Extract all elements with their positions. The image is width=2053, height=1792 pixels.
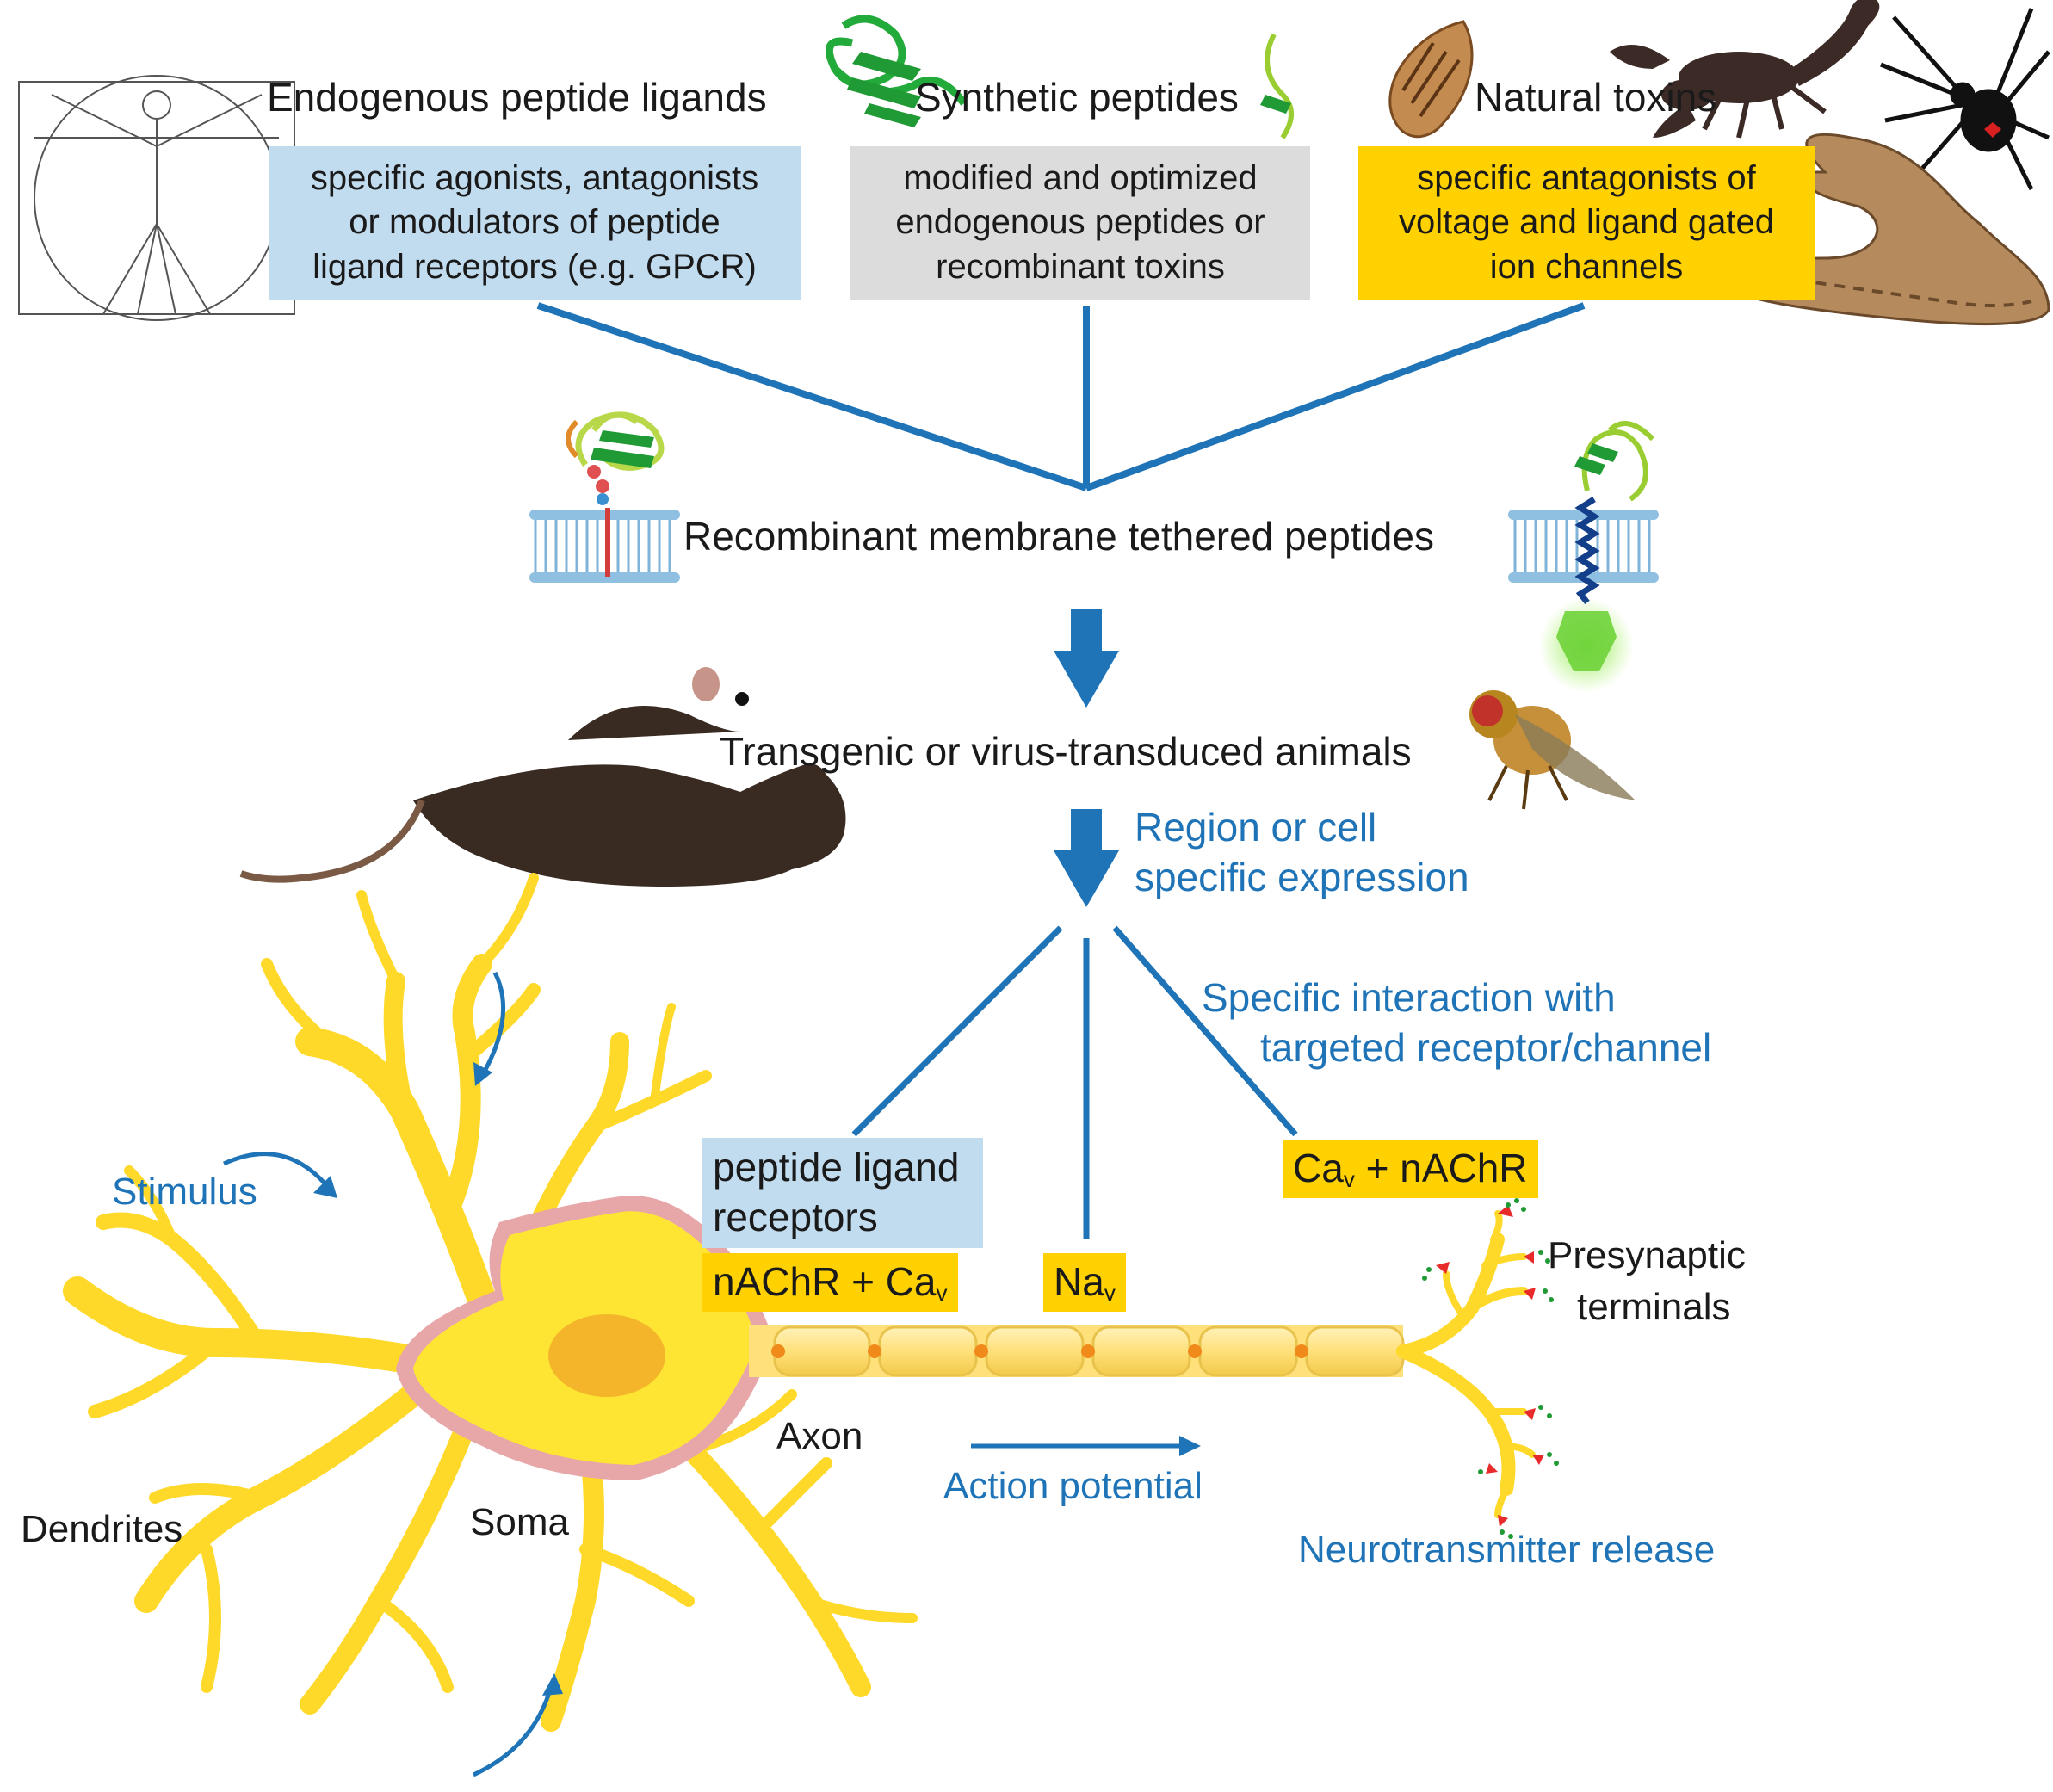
synaptic-boutons (1436, 1205, 1544, 1527)
peptide-receptors-line-2: receptors (713, 1194, 878, 1239)
release-label: Neurotransmitter release (1298, 1529, 1716, 1571)
expression-line-1: Region or cell (1135, 805, 1377, 850)
nav-main: Na (1054, 1259, 1104, 1304)
dendrites-label: Dendrites (21, 1508, 183, 1550)
stimulus-arrowheads (313, 1062, 563, 1696)
axon-label: Axon (776, 1415, 863, 1457)
tethered-label: Recombinant membrane tethered peptides (683, 514, 1434, 559)
endogenous-title: Endogenous peptide ligands (267, 75, 767, 120)
action-potential-label: Action potential (943, 1465, 1203, 1507)
spider-icon (1880, 8, 2050, 191)
natural-line-3: ion channels (1489, 247, 1684, 286)
natural-line-1: specific antagonists of (1417, 159, 1756, 198)
peptide-receptors-box: peptide ligand receptors (702, 1138, 983, 1248)
endogenous-line-3: ligand receptors (e.g. GPCR) (312, 247, 757, 286)
natural-box: specific antagonists of voltage and liga… (1358, 146, 1815, 300)
stimulus-arrows (222, 971, 553, 1777)
cav-nachr-tag: Cav + nAChR (1283, 1140, 1538, 1199)
interaction-line-1: Specific interaction with (1202, 975, 1616, 1020)
protein-structure-icon (825, 15, 1294, 139)
stimulus-label: Stimulus (112, 1171, 257, 1213)
cav-nachr-rest: + nAChR (1354, 1146, 1528, 1190)
animals-label: Transgenic or virus-transduced animals (720, 729, 1412, 774)
cav-nachr-main: Ca (1293, 1146, 1344, 1190)
vitruvian-man-icon (18, 75, 295, 321)
converging-lines (536, 302, 1586, 491)
neurotransmitter-dots (1422, 1198, 1559, 1539)
neuron-soma (396, 1196, 775, 1480)
down-arrow-2 (1054, 809, 1119, 907)
nachr-cav-sub: v (936, 1280, 948, 1306)
expression-line-2: specific expression (1135, 855, 1469, 899)
synthetic-line-3: recombinant toxins (936, 247, 1225, 286)
nav-sub: v (1104, 1280, 1116, 1306)
presynaptic-line-2: terminals (1577, 1286, 1731, 1328)
synthetic-box: modified and optimized endogenous peptid… (850, 146, 1310, 300)
membrane-tethered-peptide-icon (529, 411, 680, 583)
nav-tag: Nav (1043, 1253, 1126, 1313)
presynaptic-line-1: Presynaptic (1548, 1234, 1746, 1276)
action-potential-arrow (971, 1436, 1201, 1456)
endogenous-line-1: specific agonists, antagonists (310, 159, 759, 198)
endogenous-box: specific agonists, antagonists or modula… (269, 146, 801, 300)
scorpion-icon (1610, 0, 1880, 139)
synthetic-title: Synthetic peptides (915, 75, 1239, 120)
synthetic-line-1: modified and optimized (903, 159, 1258, 198)
neuron-axon (749, 1325, 1405, 1377)
interaction-line-2: targeted receptor/channel (1260, 1025, 1712, 1070)
nachr-cav-tag: nAChR + Cav (702, 1253, 958, 1313)
nachr-cav-main: nAChR + Ca (713, 1259, 937, 1304)
endogenous-line-2: or modulators of peptide (349, 203, 720, 242)
fly-icon (1469, 690, 1636, 810)
synthetic-line-2: endogenous peptides or (895, 203, 1265, 242)
peptide-receptors-line-1: peptide ligand (713, 1145, 960, 1190)
natural-line-2: voltage and ligand gated (1399, 203, 1774, 242)
cav-nachr-sub: v (1343, 1166, 1355, 1192)
membrane-tethered-toxin-icon (1508, 421, 1659, 693)
axon-terminals (1396, 1210, 1536, 1518)
soma-label: Soma (470, 1501, 569, 1543)
natural-title: Natural toxins (1475, 75, 1717, 120)
target-lines (851, 925, 1298, 1239)
down-arrow-1 (1054, 609, 1119, 708)
cone-snail-icon (1388, 20, 1474, 139)
rat-icon (239, 667, 846, 887)
